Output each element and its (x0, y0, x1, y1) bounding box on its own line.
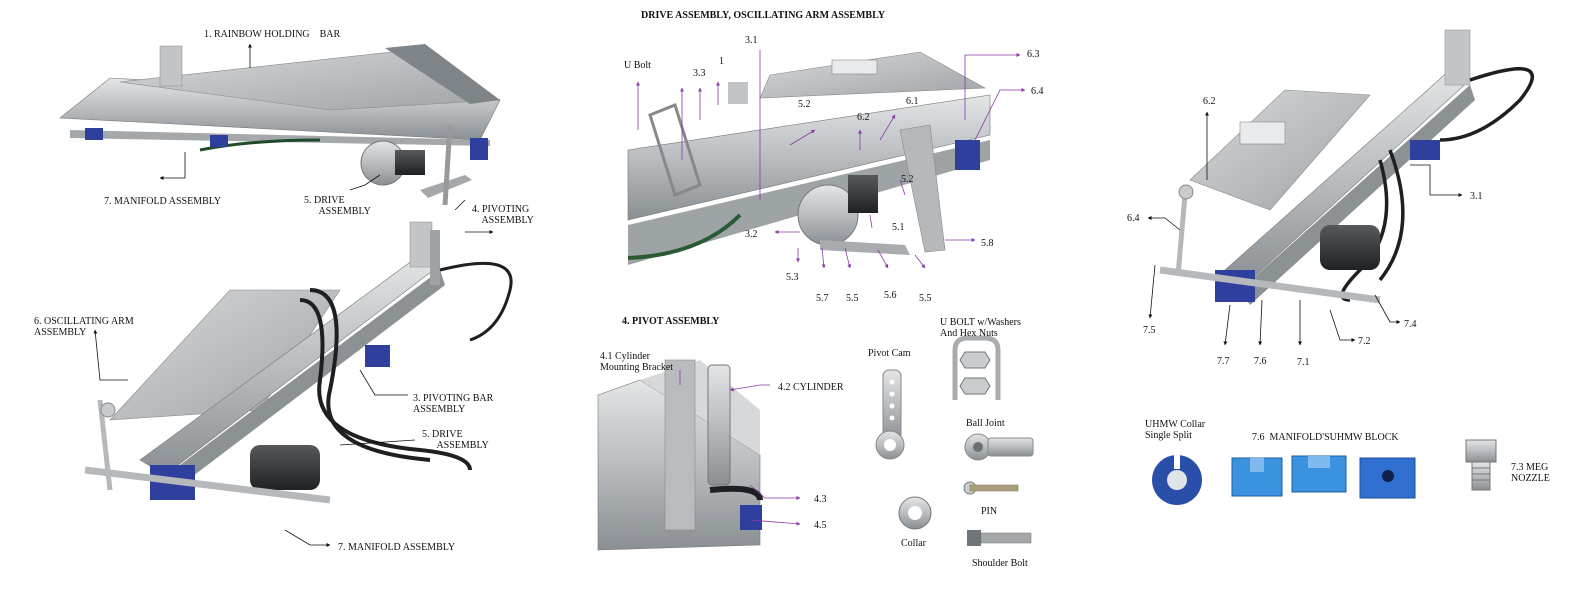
collar-part (898, 496, 932, 530)
drive-assembly-title: DRIVE ASSEMBLY, OSCILLATING ARM ASSEMBLY (641, 10, 886, 21)
label-pivoting-bar-assembly: 3. PIVOTING BAR ASSEMBLY (413, 393, 494, 415)
label-7-7: 7.7 (1217, 356, 1230, 367)
label-shoulder-bolt: Shoulder Bolt (972, 558, 1028, 569)
label-pivoting-assembly: 4. PIVOTING ASSEMBLY (472, 204, 534, 226)
label-1: 1 (719, 56, 724, 67)
label-manifold-assembly-top: 7. MANIFOLD ASSEMBLY (104, 196, 222, 207)
manifold-block-parts (1231, 455, 1416, 499)
label-rainbow-holding-bar: 1. RAINBOW HOLDING BAR (204, 29, 341, 40)
ubolt-part (952, 335, 1001, 400)
label-oscillating-arm-assembly: 6. OSCILLATING ARM ASSEMBLY (34, 316, 134, 338)
pivot-assembly-title: 4. PIVOT ASSEMBLY (622, 316, 720, 327)
label-pivot-cam: Pivot Cam (868, 348, 911, 359)
label-cylinder: 4.2 CYLINDER (778, 382, 844, 393)
label-6-2-manifold: 6.2 (1203, 96, 1216, 107)
label-4-3: 4.3 (814, 494, 827, 505)
label-7-4: 7.4 (1404, 319, 1417, 330)
overview-top-photo (59, 44, 502, 206)
shoulder-bolt-part (967, 530, 1032, 546)
label-5-5-b: 5.5 (919, 293, 932, 304)
label-6-4-manifold: 6.4 (1127, 213, 1140, 224)
label-7-6: 7.6 (1254, 356, 1267, 367)
ball-joint-part (964, 433, 1034, 461)
label-meg-nozzle: 7.3 MEG NOZZLE (1511, 462, 1550, 484)
pin-part (963, 481, 1019, 495)
label-ball-joint: Ball Joint (966, 418, 1005, 429)
manifold-assembly-photo (1159, 29, 1534, 305)
label-5-5-a: 5.5 (846, 293, 859, 304)
label-3-3: 3.3 (693, 68, 706, 79)
label-3-1-manifold: 3.1 (1470, 191, 1483, 202)
pivot-leader-lines (679, 370, 801, 526)
label-3-1-drive: 3.1 (745, 35, 758, 46)
label-pin: PIN (981, 506, 998, 517)
label-5-3: 5.3 (786, 272, 799, 283)
label-7-1: 7.1 (1297, 357, 1310, 368)
label-5-1: 5.1 (892, 222, 905, 233)
meg-nozzle-part (1465, 439, 1497, 491)
label-5-2-a: 5.2 (798, 99, 811, 110)
label-6-1: 6.1 (906, 96, 919, 107)
label-7-2: 7.2 (1358, 336, 1371, 347)
label-manifold-uhmw-block: 7.6 MANIFOLD'SUHMW BLOCK (1252, 432, 1399, 443)
uhmw-collar-part (1152, 455, 1202, 505)
overview-bottom-photo (84, 221, 513, 504)
label-5-8: 5.8 (981, 238, 994, 249)
manifold-leader-lines (1147, 111, 1463, 346)
label-3-2: 3.2 (745, 229, 758, 240)
label-6-4-drive: 6.4 (1031, 86, 1044, 97)
label-6-3: 6.3 (1027, 49, 1040, 60)
label-5-7: 5.7 (816, 293, 829, 304)
label-6-2-drive: 6.2 (857, 112, 870, 123)
drive-leader-lines (636, 50, 1026, 269)
pivot-cam-part (875, 369, 905, 460)
label-5-6: 5.6 (884, 290, 897, 301)
label-u-bolt-washers: U BOLT w/Washers And Hex Nuts (940, 317, 1021, 339)
label-manifold-assembly-bottom: 7. MANIFOLD ASSEMBLY (338, 542, 456, 553)
label-u-bolt: U Bolt (624, 60, 651, 71)
label-collar: Collar (901, 538, 926, 549)
label-uhmw-collar: UHMW Collar Single Split (1145, 419, 1206, 441)
label-drive-assembly-bottom: 5. DRIVE ASSEMBLY (422, 429, 489, 451)
label-5-2-b: 5.2 (901, 174, 914, 185)
label-7-5: 7.5 (1143, 325, 1156, 336)
label-cylinder-mounting-bracket: 4.1 Cylinder Mounting Bracket (600, 351, 674, 373)
label-4-5: 4.5 (814, 520, 827, 531)
pivot-assembly-photo (597, 359, 763, 551)
drive-assembly-photo (627, 51, 991, 265)
label-drive-assembly-top: 5. DRIVE ASSEMBLY (304, 195, 371, 217)
overview-leader-lines (93, 43, 494, 547)
